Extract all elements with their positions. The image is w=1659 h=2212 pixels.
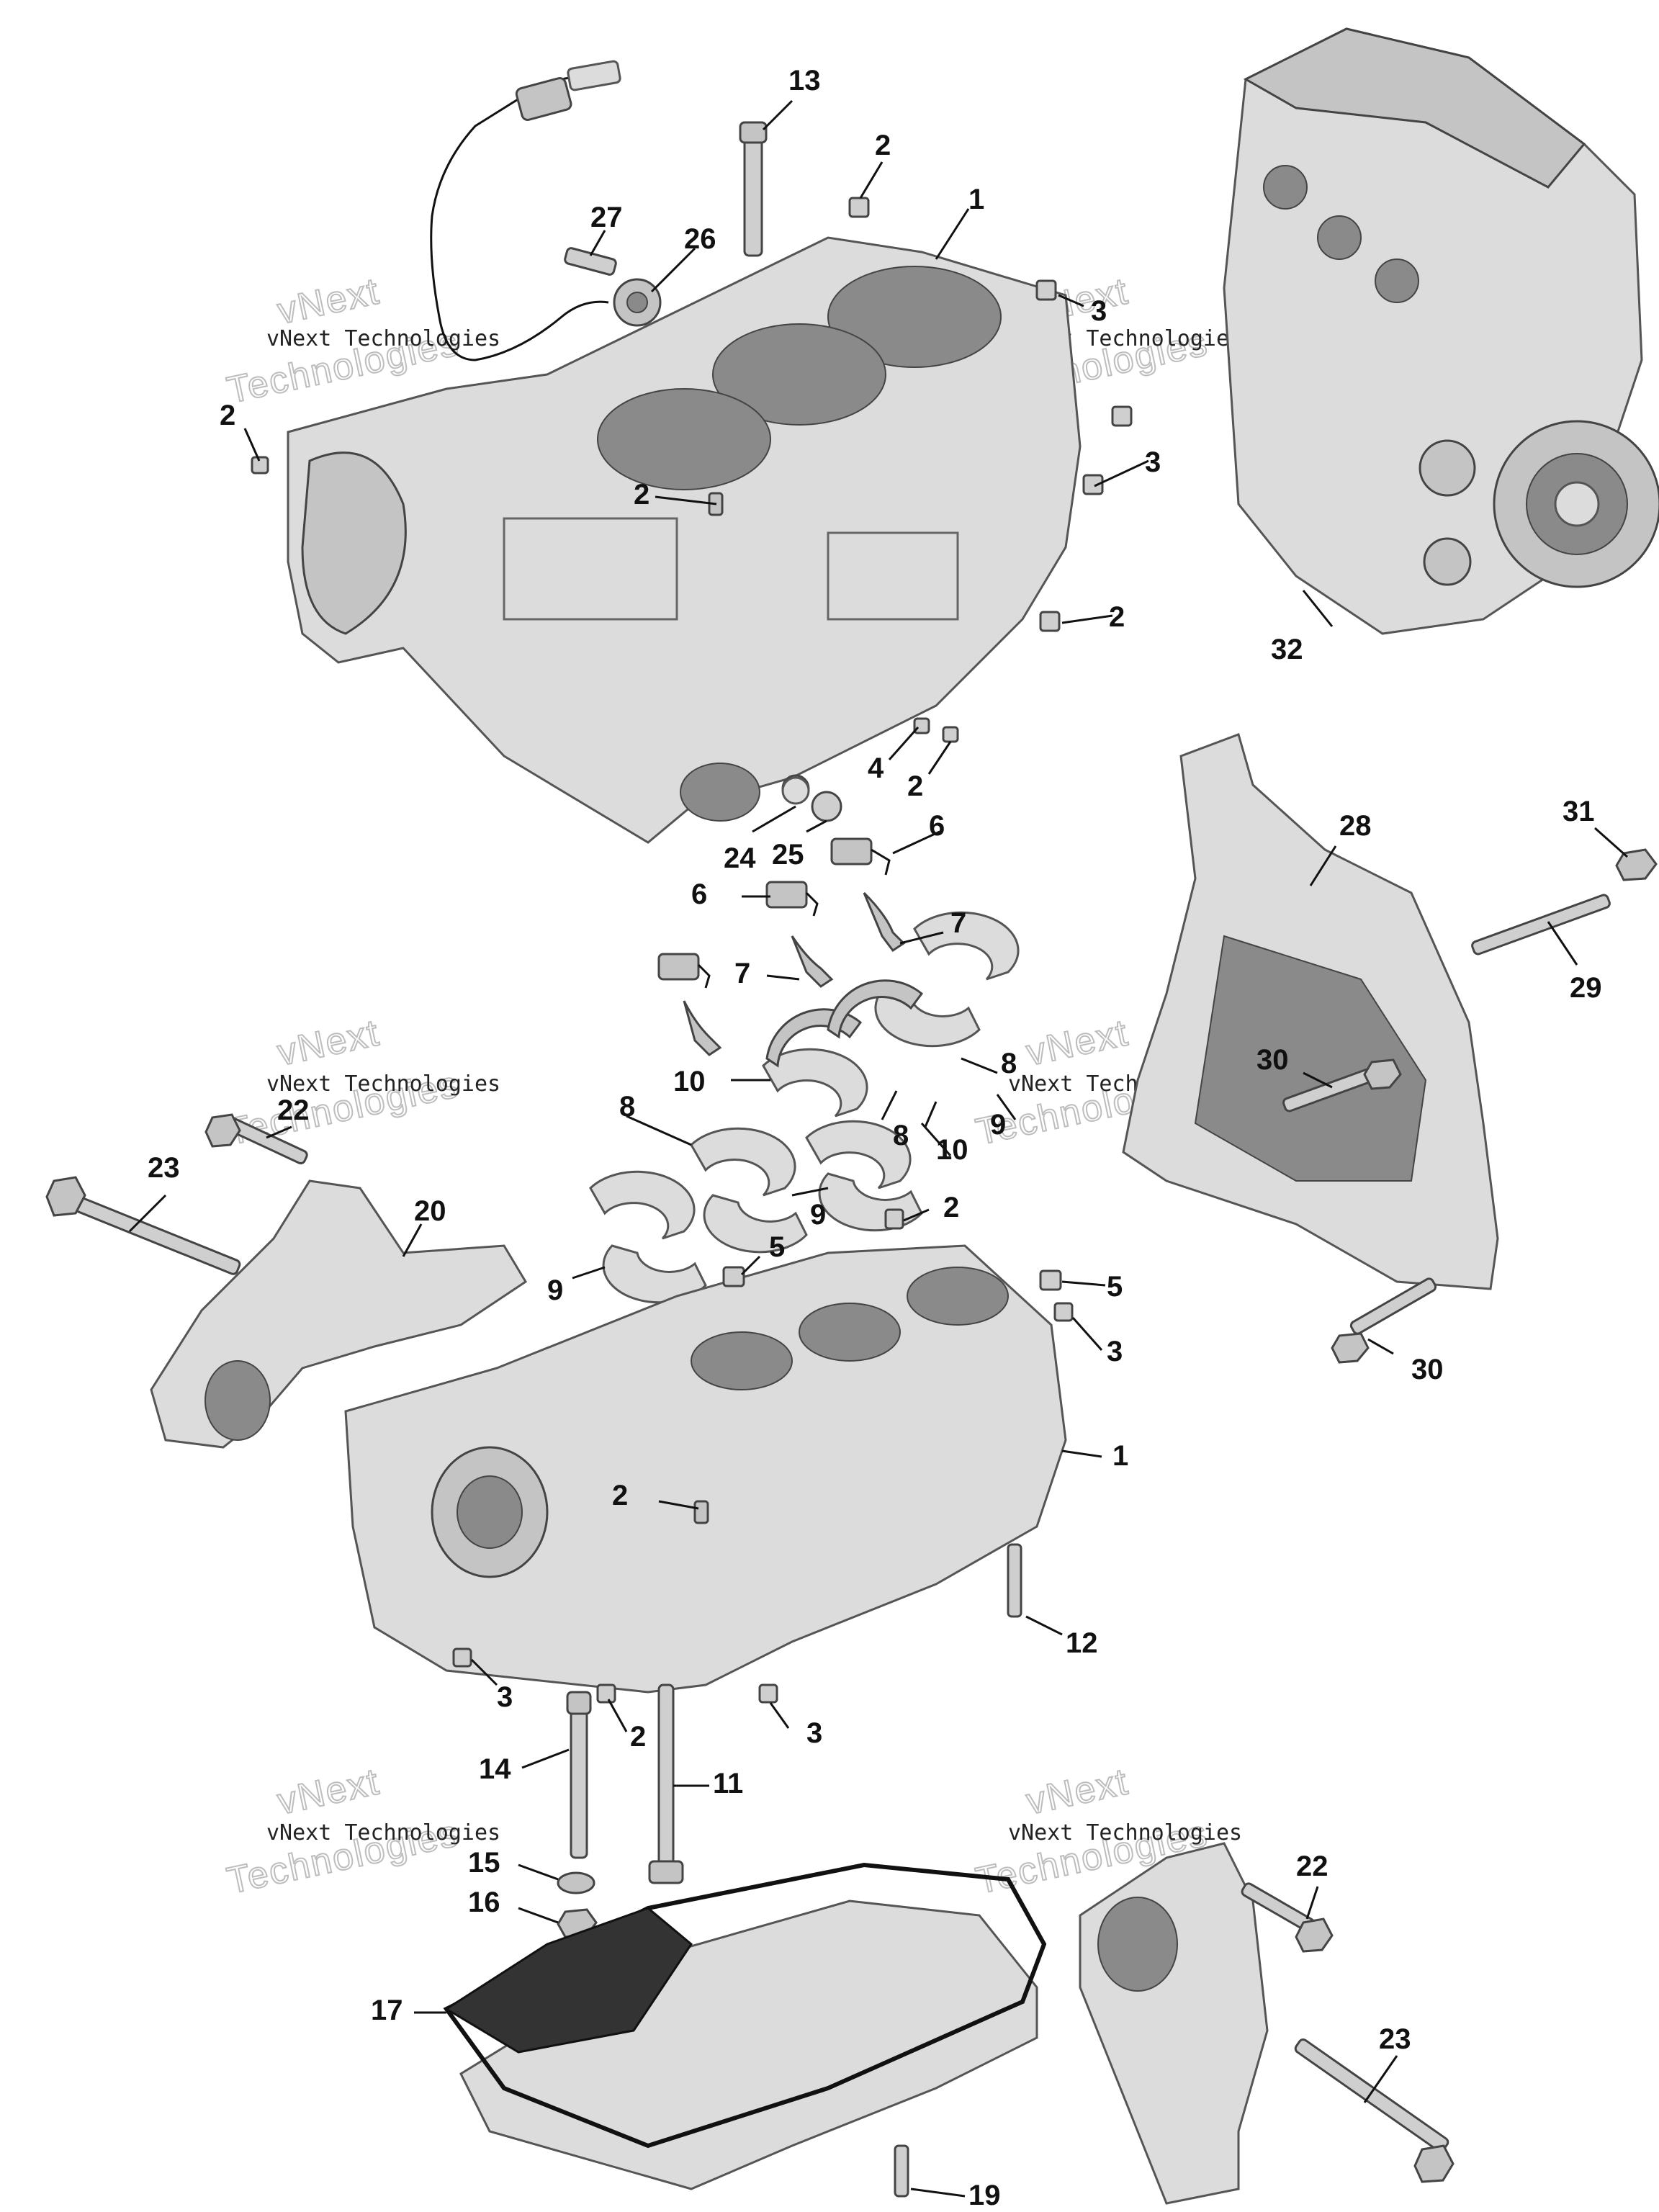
windage-plate-and-gasket — [443, 1862, 1047, 2190]
callout-29: 29 — [1570, 972, 1602, 1004]
engine-mount-20 — [45, 1113, 528, 1449]
callout-14: 14 — [479, 1753, 511, 1785]
callout-27: 27 — [590, 202, 623, 233]
callout-2: 2 — [943, 1192, 959, 1223]
callout-3: 3 — [1091, 295, 1107, 327]
callout-labels: 13 2 1 27 26 3 2 3 2 2 32 4 2 24 25 6 6 … — [148, 65, 1602, 2211]
callout-2: 2 — [612, 1480, 628, 1511]
callout-2: 2 — [875, 130, 891, 161]
callout-9: 9 — [810, 1199, 826, 1231]
watermark-large-vnext: vNext — [1022, 1761, 1132, 1822]
callout-22: 22 — [1296, 1851, 1328, 1882]
callout-10: 10 — [673, 1066, 706, 1097]
upper-crankcase — [287, 236, 1082, 844]
watermark-text: vNext Technologies — [266, 1820, 500, 1845]
callout-7: 7 — [950, 907, 966, 939]
callout-30: 30 — [1411, 1354, 1444, 1385]
watermark-large-vnext: vNext — [1022, 1012, 1132, 1074]
watermark-text: vNext Technologies — [1008, 1820, 1242, 1845]
callout-32: 32 — [1271, 634, 1303, 665]
callout-2: 2 — [630, 1721, 646, 1753]
callout-3: 3 — [1107, 1336, 1123, 1367]
callout-11: 11 — [713, 1768, 743, 1799]
callout-30: 30 — [1256, 1044, 1289, 1076]
callout-17: 17 — [371, 1995, 403, 2026]
callout-24: 24 — [724, 842, 756, 874]
engine-assembly — [1223, 27, 1659, 635]
callout-9: 9 — [547, 1274, 563, 1306]
dowel-pins-lower — [452, 1208, 1074, 1704]
callout-4: 4 — [868, 752, 884, 784]
callout-2: 2 — [1109, 601, 1125, 633]
callout-15: 15 — [468, 1847, 500, 1879]
watermark-text: vNext Technologies — [266, 1071, 500, 1097]
callout-31: 31 — [1563, 796, 1595, 827]
callout-20: 20 — [414, 1195, 446, 1227]
callout-3: 3 — [497, 1681, 513, 1713]
callout-12: 12 — [1066, 1627, 1098, 1659]
bolt-19 — [894, 2144, 909, 2198]
knock-sensor-harness — [430, 60, 662, 361]
callout-8: 8 — [619, 1091, 635, 1123]
callout-10: 10 — [936, 1134, 968, 1166]
callout-5: 5 — [769, 1231, 785, 1263]
callout-19: 19 — [968, 2180, 1001, 2211]
callout-8: 8 — [1001, 1048, 1017, 1079]
callout-3: 3 — [1145, 446, 1161, 478]
callout-6: 6 — [929, 810, 945, 842]
callout-25: 25 — [772, 839, 804, 871]
callout-26: 26 — [684, 223, 716, 255]
callout-23: 23 — [1379, 2023, 1411, 2055]
callout-22: 22 — [277, 1094, 310, 1126]
callout-2: 2 — [220, 400, 235, 431]
watermark-bottom-left: vNext Technologies vNext Technologies — [222, 1760, 500, 1902]
main-bearing-shells — [589, 911, 1020, 1304]
callout-1: 1 — [968, 184, 984, 215]
callout-7: 7 — [734, 958, 750, 989]
stud-bolt-13 — [739, 121, 768, 257]
callout-23: 23 — [148, 1152, 180, 1184]
callout-6: 6 — [691, 878, 707, 910]
watermark-large-vnext: vNext — [274, 270, 383, 332]
mount-bolt-29 — [1471, 848, 1658, 956]
watermark-large-vnext: vNext — [274, 1761, 383, 1822]
callout-16: 16 — [468, 1887, 500, 1918]
callout-13: 13 — [788, 65, 821, 96]
bracket-bolts-30 — [1282, 1058, 1437, 1364]
watermark-text: vNext Technologies — [266, 326, 500, 351]
lower-crankcase — [344, 1244, 1067, 1694]
watermark-large-vnext: vNext — [274, 1012, 383, 1074]
callout-2: 2 — [634, 479, 649, 511]
callout-1: 1 — [1112, 1440, 1128, 1472]
callout-8: 8 — [893, 1120, 909, 1151]
bolt-12 — [1007, 1543, 1022, 1618]
callout-3: 3 — [806, 1717, 822, 1749]
callout-2: 2 — [907, 770, 923, 802]
engine-mount-lower-right — [1079, 1842, 1455, 2205]
callout-9: 9 — [990, 1109, 1006, 1141]
callout-5: 5 — [1107, 1271, 1123, 1303]
leader-lines — [128, 99, 1628, 2198]
engine-mount-bracket-28 — [1122, 733, 1499, 1290]
callout-28: 28 — [1339, 810, 1372, 842]
oil-jets — [657, 837, 906, 1056]
oil-ring-and-bush — [781, 776, 810, 805]
long-bolts-lower — [557, 1683, 684, 1938]
